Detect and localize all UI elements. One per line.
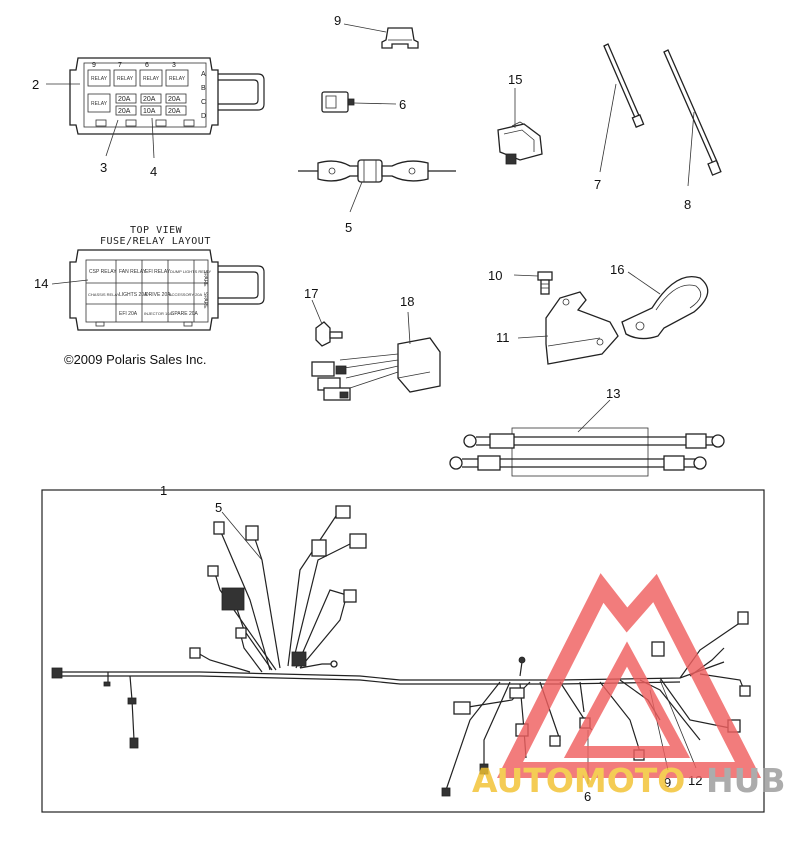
fuse-rating: 20A	[118, 96, 131, 103]
callout-2: 2	[32, 77, 39, 92]
layout-title-1: TOP VIEW	[130, 225, 183, 236]
layout-cell: LIGHTS 20A	[119, 292, 148, 298]
fuse-rating: 20A	[143, 96, 156, 103]
fuse-rating: 20A	[168, 96, 181, 103]
fuse-rating: 20A	[168, 108, 181, 115]
bracket-11[interactable]	[545, 291, 619, 365]
callout-8: 8	[684, 197, 691, 212]
callout-9: 9	[334, 13, 341, 28]
callout-15: 15	[508, 72, 522, 87]
layout-cell: FAN RELAY	[119, 269, 147, 275]
fuse-top-number: 6	[145, 62, 149, 69]
inline-fuse-holder-5[interactable]	[298, 159, 456, 183]
layout-cell: EFI RELAY	[145, 269, 171, 275]
layout-title-2: FUSE/RELAY LAYOUT	[100, 236, 211, 247]
callout-11: 11	[496, 330, 510, 345]
row-letter: C	[201, 99, 206, 106]
layout-side-label: SPARE	[202, 270, 208, 287]
relay-label: RELAY	[91, 101, 108, 107]
callout-6: 6	[399, 97, 406, 112]
fuse-top-number: 7	[118, 62, 122, 69]
callout-18: 18	[400, 294, 414, 309]
fuse-rating: 20A	[118, 108, 131, 115]
callout-7: 7	[594, 177, 601, 192]
callout-4: 4	[150, 164, 157, 179]
p-clamp-16[interactable]	[621, 276, 709, 340]
bolt-10[interactable]	[537, 271, 553, 295]
relay-label: RELAY	[117, 76, 134, 82]
watermark-logo: AUTOMOTO HUB	[472, 573, 786, 800]
callout-14: 14	[34, 276, 48, 291]
row-letter: A	[201, 71, 206, 78]
harness-callout-5: 5	[215, 500, 222, 515]
fuse-top-number: 9	[92, 62, 96, 69]
harness-frame	[41, 489, 765, 813]
cable-tie-8[interactable]	[663, 49, 722, 176]
layout-side-label: SPARE	[202, 292, 208, 309]
fuse-relay-layout-view: CSP RELAY FAN RELAY EFI RELAY DUMP LIGHT…	[69, 249, 265, 331]
relay-label: RELAY	[143, 76, 160, 82]
layout-cell: EFI 20A	[119, 311, 138, 317]
callout-10: 10	[488, 268, 502, 283]
fuse-rating: 10A	[143, 108, 156, 115]
battery-cables-13[interactable]	[449, 427, 725, 477]
row-letter: B	[201, 85, 206, 92]
connector-part-6[interactable]	[321, 91, 355, 113]
fuse-top-number: 3	[172, 62, 176, 69]
layout-cell: SPARE 20A	[171, 311, 199, 317]
watermark-text-part2: HUB	[706, 761, 786, 800]
layout-cell: CHASSIS RELAY	[88, 292, 120, 297]
callout-1: 1	[160, 483, 167, 498]
bolt-17[interactable]	[315, 321, 343, 347]
callout-5: 5	[345, 220, 352, 235]
watermark-text-part1: AUTOMOTO	[472, 761, 685, 800]
layout-cell: ACCESSORY 20A	[169, 292, 203, 297]
fuse-box[interactable]: 9 7 6 3 RELAY RELAY RELAY RELAY RELAY 20…	[69, 57, 265, 135]
layout-cell: DUMP LIGHTS RELAY	[170, 269, 212, 274]
relay-label: RELAY	[91, 76, 108, 82]
callout-13: 13	[606, 386, 620, 401]
layout-cell: INJECTOR 10A	[144, 311, 172, 316]
row-letter: D	[201, 113, 206, 120]
connector-part-15[interactable]	[497, 121, 543, 165]
callout-17: 17	[304, 286, 318, 301]
copyright: ©2009 Polaris Sales Inc.	[64, 352, 207, 367]
callout-16: 16	[610, 262, 624, 277]
cable-tie-7[interactable]	[603, 43, 645, 128]
relay-label: RELAY	[169, 76, 186, 82]
relay-harness-18[interactable]	[311, 337, 441, 401]
harness-callout-6: 6	[584, 789, 591, 804]
layout-cell: DRIVE 20A	[145, 292, 171, 298]
fuse-part-9[interactable]	[381, 27, 419, 49]
harness-callout-9: 9	[664, 775, 671, 790]
layout-cell: CSP RELAY	[89, 269, 117, 275]
callout-3: 3	[100, 160, 107, 175]
